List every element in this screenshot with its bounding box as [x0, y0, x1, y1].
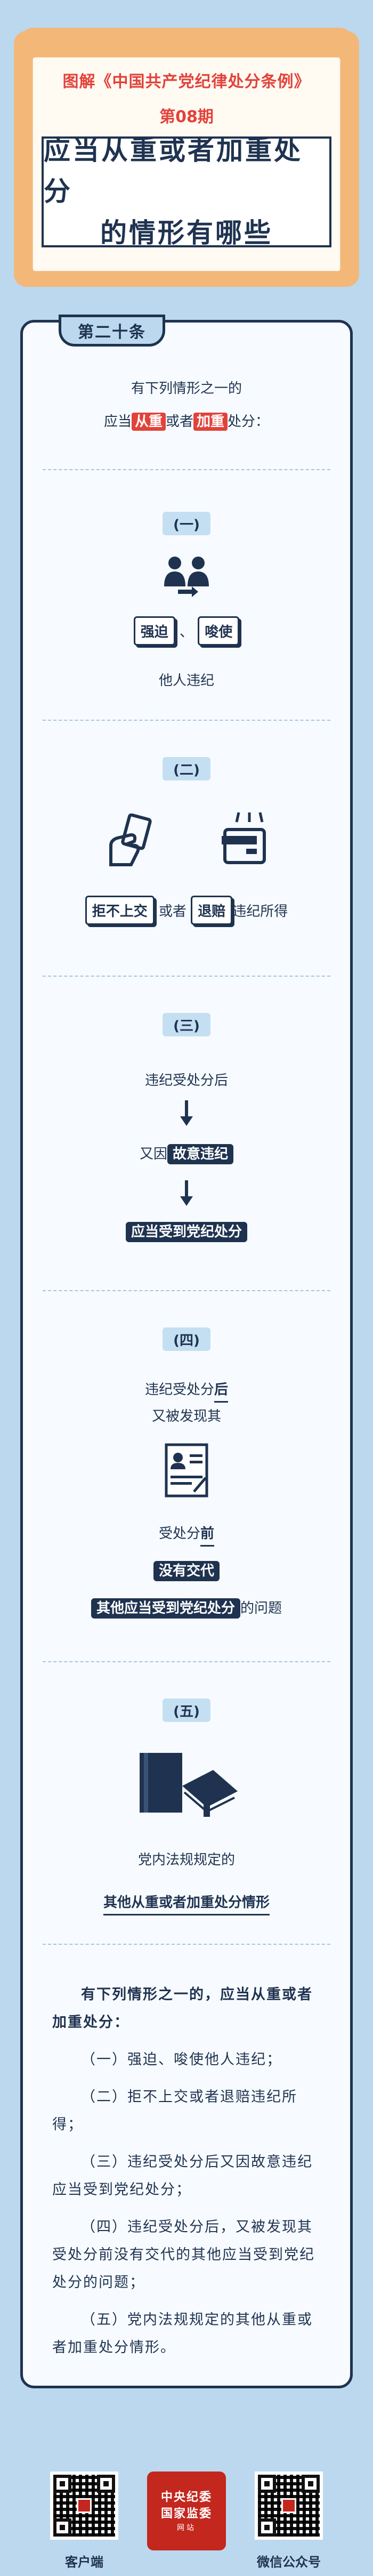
item-3-chip-discipline: 应当受到党纪处分	[125, 1222, 247, 1242]
item-4-chip-undisclosed: 没有交代	[153, 1561, 220, 1581]
item-3-chip-intentional: 故意违纪	[167, 1144, 234, 1164]
qr-code-client	[50, 2472, 118, 2540]
item-4-line5: 其他应当受到党纪处分的问题	[0, 1597, 373, 1619]
page-title-line1: 应当从重或者加重处分	[44, 134, 303, 207]
page-title-line2: 的情形有哪些	[100, 217, 273, 248]
summary-block: 有下列情形之一的，应当从重或者加重处分： （一）强迫、唆使他人违纪； （二）拒不…	[52, 1981, 321, 2362]
hand-card-icon	[109, 814, 152, 866]
item-2-line: 拒不上交 或者 退赔违纪所得	[0, 896, 373, 925]
footer-client-label: 客户端	[65, 2555, 103, 2570]
item-4-line5-post: 的问题	[240, 1600, 282, 1616]
item-5-line1: 党内法规规定的	[137, 1852, 235, 1868]
item-3-line3: 应当受到党纪处分	[0, 1221, 373, 1242]
book-icon	[140, 1753, 238, 1817]
seal-line2: 国家监委	[160, 2507, 212, 2521]
qr-pattern	[258, 2475, 320, 2537]
item-4-line1: 违纪受处分后	[0, 1379, 373, 1403]
intro-mid: 或者	[165, 414, 193, 430]
summary-item-5: （五）党内法规规定的其他从重或者加重处分情形。	[52, 2312, 313, 2356]
item-1-sep: 、	[179, 624, 193, 640]
header-series-title: 图解《中国共产党纪律处分条例》	[62, 73, 311, 91]
item-2-chip-refund: 退赔	[191, 896, 233, 925]
divider	[43, 469, 330, 470]
wallet-return-icon	[222, 812, 266, 864]
item-1-chips: 强迫 、 唆使	[0, 616, 373, 646]
item-2-post: 违纪所得	[232, 904, 288, 920]
intro-pre: 应当	[103, 414, 132, 430]
qr-pattern	[53, 2475, 115, 2537]
intro-chip-aggravated: 加重	[193, 413, 228, 431]
item-5-number: (五)	[163, 1698, 210, 1722]
item-4-line3-pre: 受处分	[158, 1526, 200, 1542]
article-label-tab: 第二十条	[59, 315, 165, 347]
arrow-down-icon	[180, 1100, 193, 1126]
item-2-chip-refuse: 拒不上交	[85, 896, 155, 925]
divider	[43, 720, 330, 721]
intro-post: 处分：	[228, 414, 270, 430]
summary-item-3: （三）违纪受处分后又因故意违纪应当受到党纪处分；	[52, 2154, 313, 2198]
item-4-line4: 没有交代	[0, 1560, 373, 1581]
summary-item-1: （一）强迫、唆使他人违纪；	[81, 2051, 282, 2068]
summary-item-2: （二）拒不上交或者退赔违纪所得；	[52, 2089, 297, 2133]
divider	[43, 1944, 330, 1945]
cc-seal-logo: 中央纪委 国家监委 网站	[147, 2472, 226, 2550]
qr-finder	[258, 2475, 276, 2493]
header-title-box: 应当从重或者加重处分 的情形有哪些	[42, 135, 331, 248]
item-5-line2: 其他从重或者加重处分情形	[0, 1891, 373, 1915]
article-card	[20, 320, 353, 2388]
item-5-emph: 其他从重或者加重处分情形	[103, 1895, 270, 1915]
qr-finder	[53, 2518, 71, 2537]
item-3-line1: 违纪受处分后	[144, 1073, 228, 1089]
item-4-number: (四)	[163, 1327, 210, 1351]
people-icon	[164, 557, 209, 597]
item-4-chip-other: 其他应当受到党纪处分	[91, 1598, 240, 1619]
divider	[43, 976, 330, 977]
seal-line3: 网站	[177, 2523, 196, 2532]
divider	[43, 1661, 330, 1662]
seal-line1: 中央纪委	[160, 2490, 212, 2505]
item-4-line1-emph: 后	[214, 1382, 229, 1403]
header-issue: 第08期	[159, 108, 214, 126]
item-1-text: 他人违纪	[158, 673, 214, 689]
item-3-number: (三)	[163, 1013, 210, 1036]
item-1-chip-instigate: 唆使	[198, 616, 240, 646]
footer-wechat-label: 微信公众号	[257, 2555, 321, 2570]
item-4-line2: 又被发现其	[151, 1408, 221, 1424]
item-1-number: (一)	[163, 512, 210, 535]
intro-chip-heavier: 从重	[131, 413, 166, 431]
divider	[43, 1290, 330, 1291]
summary-item-4: （四）违纪受处分后，又被发现其受处分前没有交代的其他应当受到党纪处分的问题；	[52, 2219, 315, 2291]
qr-code-wechat	[255, 2472, 323, 2540]
item-3-line2-pre: 又因	[139, 1146, 167, 1162]
item-4-line3: 受处分前	[0, 1523, 373, 1547]
qr-logo	[77, 2498, 92, 2513]
intro-line2: 应当从重或者加重处分：	[0, 410, 373, 431]
qr-finder	[53, 2475, 71, 2493]
item-4-line3-emph: 前	[200, 1526, 215, 1547]
item-2-number: (二)	[163, 757, 210, 780]
qr-finder	[302, 2475, 320, 2493]
summary-title: 有下列情形之一的，应当从重或者加重处分：	[52, 1986, 313, 2031]
qr-finder	[258, 2518, 276, 2537]
item-3-line2: 又因故意违纪	[0, 1143, 373, 1164]
qr-finder	[97, 2475, 115, 2493]
item-4-line1-pre: 违纪受处分	[144, 1382, 214, 1398]
intro-line1: 有下列情形之一的	[131, 381, 242, 397]
qr-logo	[281, 2498, 296, 2513]
article-label: 第二十条	[78, 323, 146, 342]
item-1-chip-force: 强迫	[133, 616, 175, 646]
document-icon	[165, 1443, 208, 1498]
arrow-down-icon	[180, 1180, 193, 1206]
item-2-mid: 或者	[158, 904, 186, 920]
